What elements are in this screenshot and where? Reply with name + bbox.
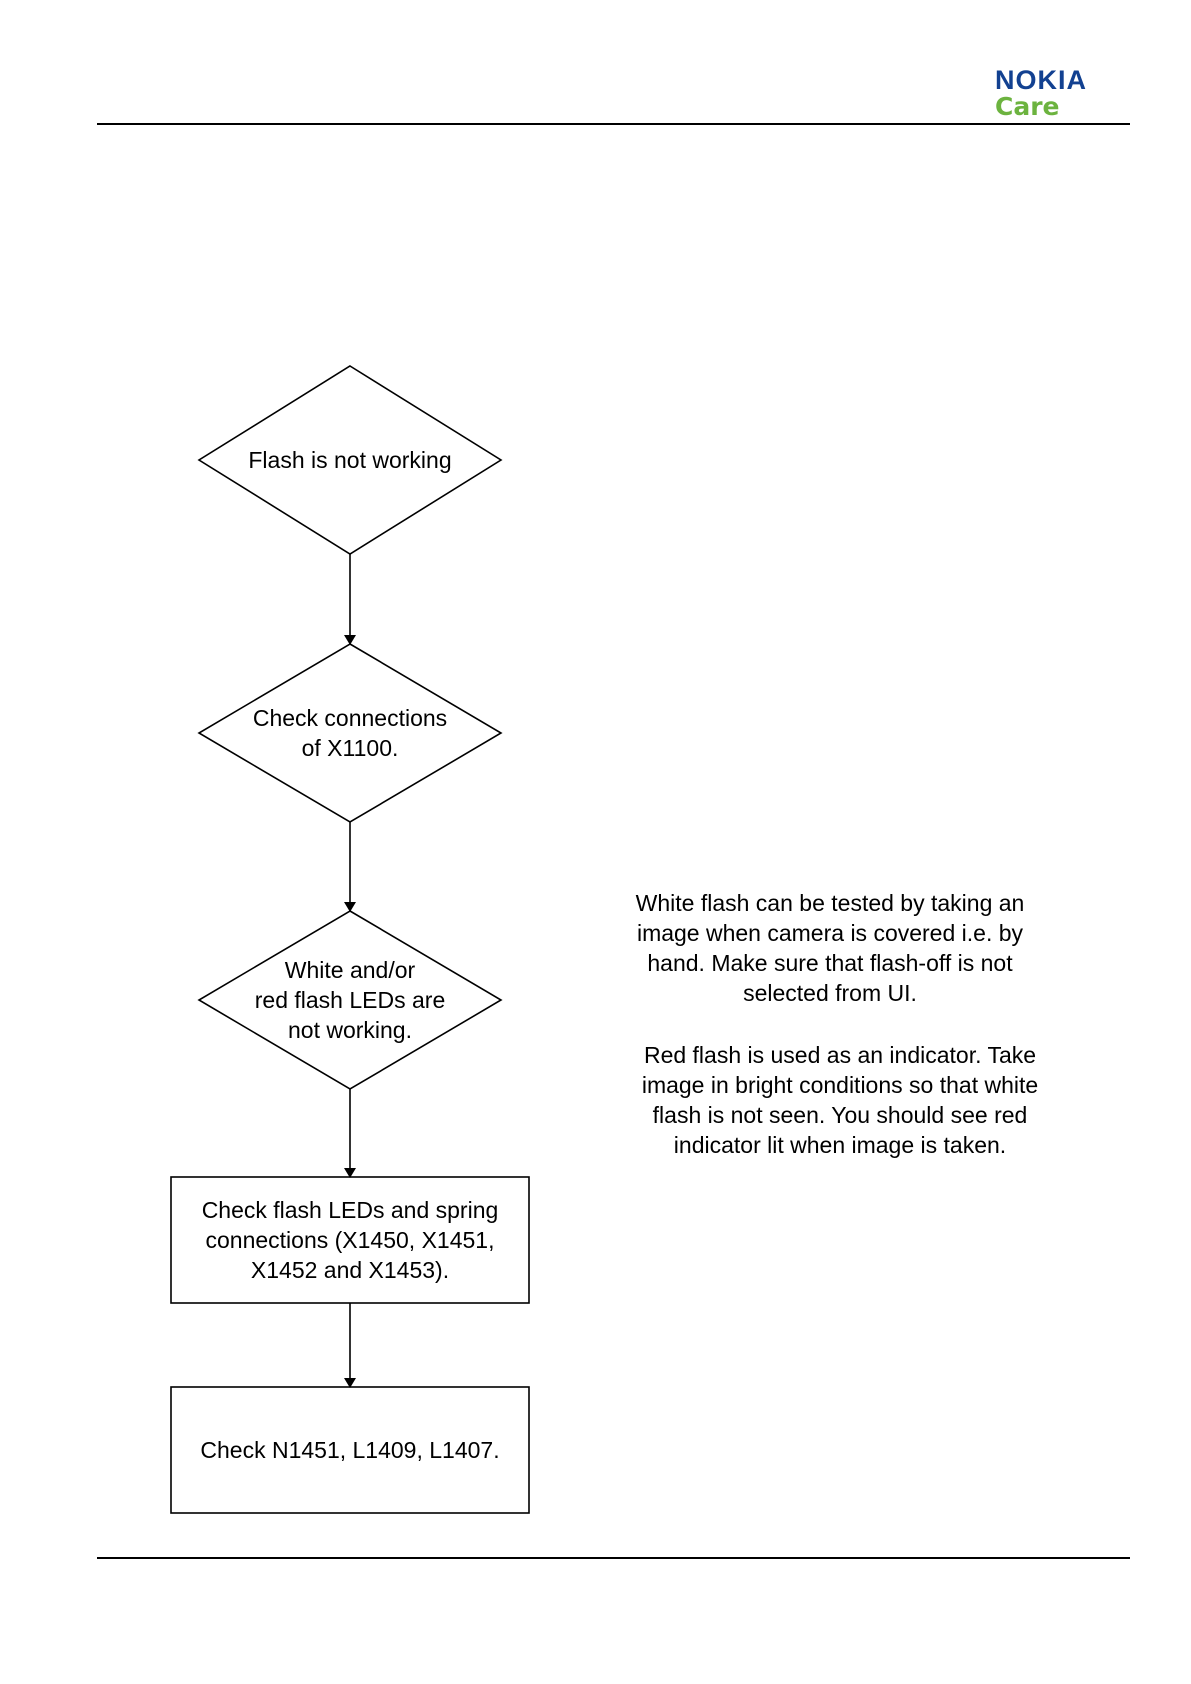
note-line: image when camera is covered i.e. by [636, 920, 1024, 946]
nokia-care-logo: NOKIA Care [995, 66, 1130, 121]
note-line: image in bright conditions so that white [641, 1072, 1039, 1098]
flow-node-label-leds-not-working: White and/or red flash LEDs are not workin… [209, 955, 491, 1045]
note-line: White flash can be tested by taking an [635, 890, 1025, 916]
flow-node-label-line: red flash LEDs are [254, 987, 446, 1013]
flow-node-label-check-x1100: Check connections of X1100. [209, 703, 491, 763]
note-line: selected from UI. [743, 980, 917, 1006]
note-white-flash: White flash can be tested by taking an im… [590, 888, 1070, 1008]
flow-node-label-line: Flash is not working [248, 447, 452, 473]
note-line: hand. Make sure that flash-off is not [647, 950, 1013, 976]
flow-node-label-line: Check connections [252, 705, 448, 731]
flow-node-label-line: X1452 and X1453). [250, 1257, 450, 1283]
footer-rule [97, 1557, 1130, 1559]
flow-node-label-line: connections (X1450, X1451, [205, 1227, 495, 1253]
header-rule [97, 123, 1130, 125]
flow-node-check-leds-springs [170, 1176, 530, 1304]
flow-node-label-line: of X1100. [301, 735, 399, 761]
flow-node-label-line: not working. [287, 1017, 412, 1043]
flow-node-label-line: White and/or [284, 957, 416, 983]
note-line: flash is not seen. You should see red [652, 1102, 1028, 1128]
logo-brand: NOKIA [995, 65, 1087, 95]
flow-node-check-n1451 [170, 1386, 530, 1514]
note-red-flash: Red flash is used as an indicator. Take i… [600, 1040, 1080, 1160]
logo-sub: Care [995, 92, 1060, 121]
note-line: indicator lit when image is taken. [673, 1132, 1007, 1158]
flow-node-label-check-leds-springs: Check flash LEDs and spring connections (… [181, 1195, 519, 1285]
flow-node-label-start: Flash is not working [209, 445, 491, 475]
flow-node-label-check-n1451: Check N1451, L1409, L1407. [181, 1435, 519, 1465]
flow-node-label-line: Check flash LEDs and spring [201, 1197, 499, 1223]
note-line: Red flash is used as an indicator. Take [643, 1042, 1037, 1068]
flow-node-label-line: Check N1451, L1409, L1407. [200, 1437, 500, 1463]
